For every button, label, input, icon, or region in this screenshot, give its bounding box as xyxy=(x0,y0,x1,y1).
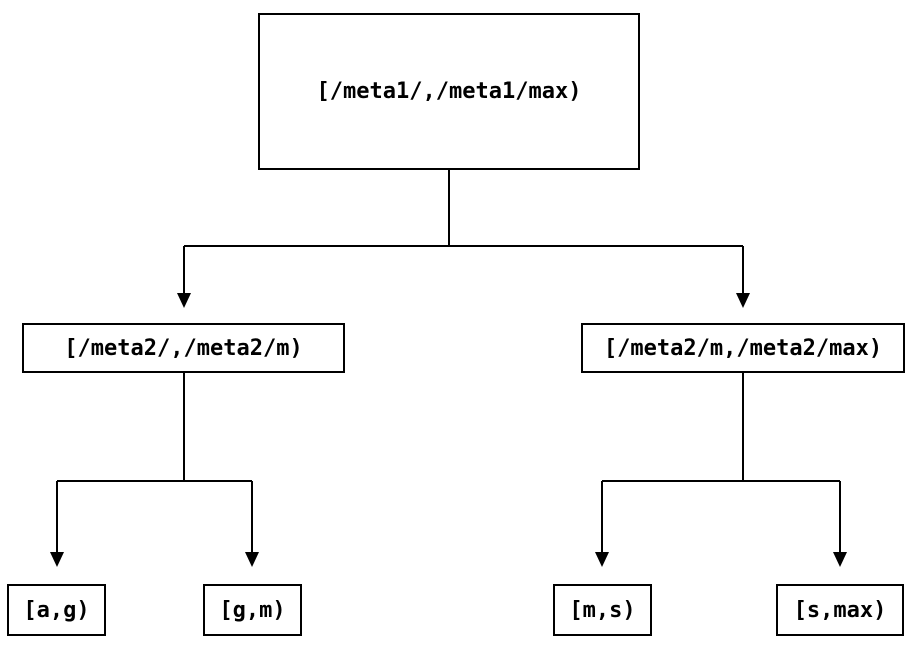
edge-midright-to-leaves xyxy=(601,373,841,553)
node-leaf-ms-label: [m,s) xyxy=(569,597,636,623)
node-leaf-gm: [g,m) xyxy=(203,584,302,636)
node-mid-right-label: [/meta2/m,/meta2/max) xyxy=(603,335,883,361)
arrowhead-down-icon xyxy=(595,552,609,567)
node-leaf-ag-label: [a,g) xyxy=(23,597,90,623)
node-root: [/meta1/,/meta1/max) xyxy=(258,13,640,170)
edge-root-to-children xyxy=(183,170,744,294)
arrowhead-down-icon xyxy=(50,552,64,567)
node-mid-left: [/meta2/,/meta2/m) xyxy=(22,323,345,373)
node-leaf-gm-label: [g,m) xyxy=(219,597,286,623)
node-leaf-ag: [a,g) xyxy=(7,584,106,636)
arrowhead-down-icon xyxy=(736,293,750,308)
arrowhead-down-icon xyxy=(833,552,847,567)
node-mid-right: [/meta2/m,/meta2/max) xyxy=(581,323,905,373)
node-leaf-smax: [s,max) xyxy=(776,584,904,636)
arrowhead-down-icon xyxy=(177,293,191,308)
node-mid-left-label: [/meta2/,/meta2/m) xyxy=(64,335,303,361)
node-root-label: [/meta1/,/meta1/max) xyxy=(316,79,582,104)
edge-midleft-to-leaves xyxy=(56,373,253,553)
arrowhead-down-icon xyxy=(245,552,259,567)
node-leaf-ms: [m,s) xyxy=(553,584,652,636)
node-leaf-smax-label: [s,max) xyxy=(793,597,887,623)
